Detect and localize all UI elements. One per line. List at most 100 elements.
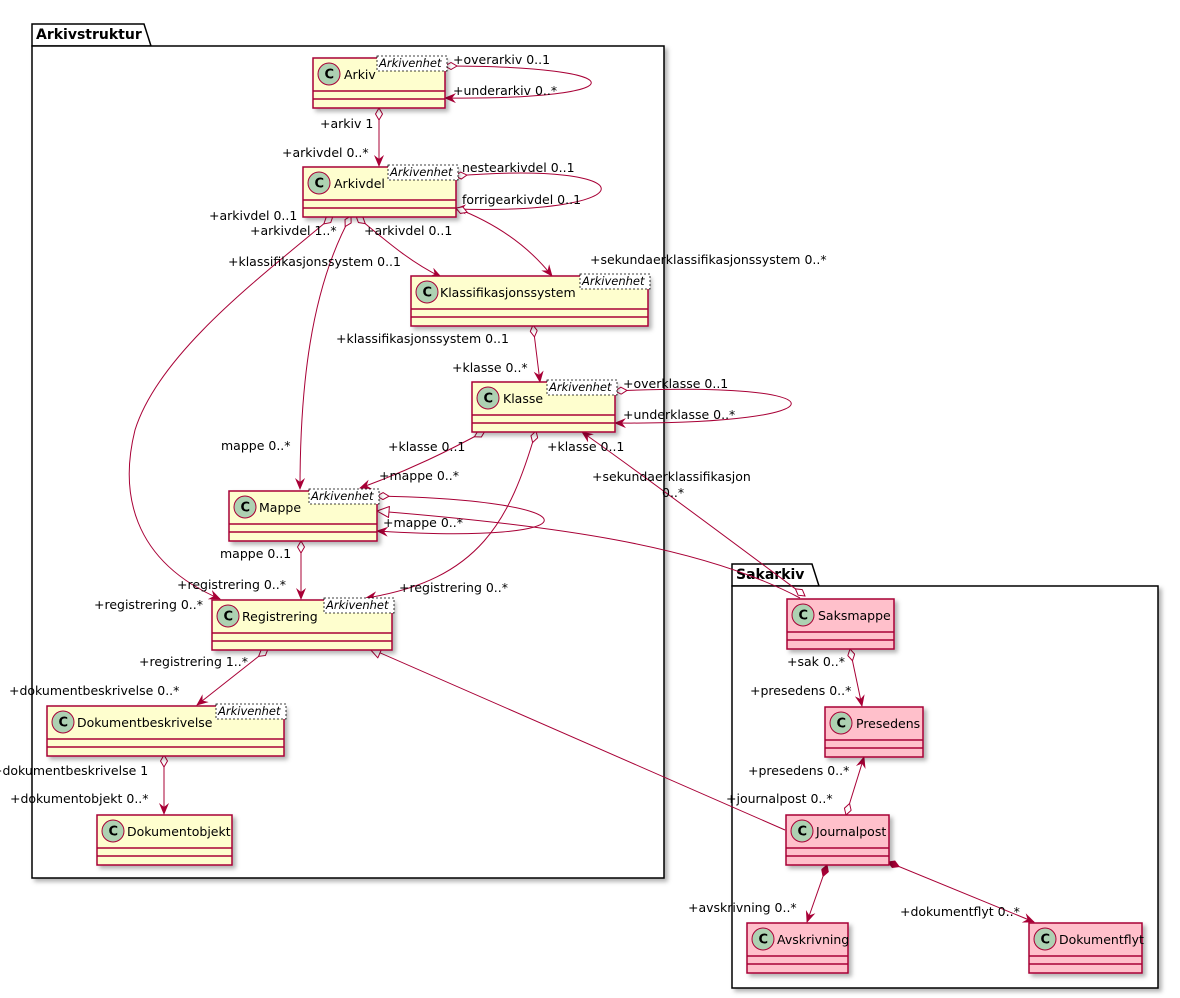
label-dokumentbeskrivelse-1: +dokumentbeskrivelse 1 (0, 763, 148, 778)
class-klassifikasjonssystem: C Klassifikasjonssystem Arkivenhet (410, 273, 651, 327)
label-overklasse: +overklasse 0..1 (623, 376, 728, 391)
edge-mappe-self (377, 496, 545, 534)
class-registrering: C Registrering Arkivenhet (211, 597, 395, 651)
label-registrering-1many: +registrering 1..* (139, 654, 248, 669)
label-sak-many: +sak 0..* (787, 654, 845, 669)
label-mappe-many-plain: mappe 0..* (221, 438, 291, 453)
class-name-registrering: Registrering (242, 609, 318, 624)
class-icon: C (798, 825, 808, 840)
class-icon: C (837, 717, 847, 732)
edge-journalpost-presedens (846, 757, 864, 815)
edge-klassifikasjonssystem-klasse (533, 325, 540, 382)
label-nestearkivdel: nestearkivdel 0..1 (462, 160, 575, 175)
role-labels: +overarkiv 0..1 +underarkiv 0..* +arkiv … (0, 52, 1020, 919)
class-mappe: C Mappe Arkivenhet (228, 488, 380, 542)
label-presedens-many-b: +presedens 0..* (748, 763, 849, 778)
label-mappe-01: mappe 0..1 (220, 546, 291, 561)
edge-arkiv-self (445, 66, 592, 98)
stereotype-box (308, 488, 380, 505)
edge-klasse-registrering (366, 431, 536, 598)
class-name-dokumentflyt: Dokumentflyt (1059, 932, 1144, 947)
label-underarkiv: +underarkiv 0..* (453, 83, 557, 98)
class-arkiv: C Arkiv Arkivenhet (312, 55, 448, 109)
class-icon: C (423, 286, 433, 301)
edge-arkivdel-klassifikasjonssystem (356, 216, 441, 278)
label-arkiv: +arkiv 1 (320, 116, 373, 131)
stereotype-arkivenhet: Arkivenhet (310, 489, 374, 503)
label-klassifikasjonssystem-01-b: +klassifikasjonssystem 0..1 (336, 331, 509, 346)
class-icon: C (799, 609, 809, 624)
edge-arkivdel-mappe (300, 216, 351, 489)
stereotype-box (579, 273, 651, 290)
edge-journalpost-generalization (369, 648, 786, 831)
stereotype-box (215, 703, 287, 720)
class-avskrivning: C Avskrivning (746, 922, 849, 974)
class-name-journalpost: Journalpost (815, 824, 886, 839)
class-name-klasse: Klasse (503, 391, 543, 406)
class-name-mappe: Mappe (259, 500, 301, 515)
label-dokumentflyt-many: +dokumentflyt 0..* (900, 904, 1020, 919)
label-dokumentobjekt-many: +dokumentobjekt 0..* (10, 791, 149, 806)
edge-arkivdel-sekundaerklassifikasjonssystem (456, 208, 552, 276)
label-mappe-many: +mappe 0..* (379, 468, 459, 483)
class-icon: C (1041, 933, 1051, 948)
class-icon: C (109, 825, 119, 840)
edge-saksmappe-presedens (850, 649, 862, 706)
class-icon: C (224, 610, 234, 625)
edge-klasse-self (615, 389, 792, 423)
class-name-presedens: Presedens (856, 716, 920, 731)
class-name-arkiv: Arkiv (344, 67, 376, 82)
class-icon: C (484, 392, 494, 407)
class-icon: C (315, 177, 325, 192)
edge-saksmappe-klasse (582, 432, 805, 596)
stereotype-box (376, 55, 448, 72)
class-name-arkivdel: Arkivdel (334, 176, 385, 191)
label-arkivdel-many: +arkivdel 0..* (282, 145, 369, 160)
label-underklasse: +underklasse 0..* (623, 407, 735, 422)
label-sekundaerklassifikasjonssystem: +sekundaerklassifikasjonssystem 0..* (590, 252, 827, 267)
class-journalpost: C Journalpost (785, 814, 890, 866)
label-arkivdel-01-b: +arkivdel 0..1 (364, 223, 452, 238)
class-icon: C (241, 501, 251, 516)
stereotype-arkivenhet: Arkivenhet (325, 598, 389, 612)
relations (128, 66, 1034, 923)
class-name-klassifikasjonssystem: Klassifikasjonssystem (440, 285, 576, 300)
label-avskrivning-many: +avskrivning 0..* (688, 900, 797, 915)
package-title-arkivstruktur: Arkivstruktur (36, 27, 142, 43)
stereotype-arkivenhet: Arkivenhet (217, 704, 281, 718)
class-dokumentbeskrivelse: C Dokumentbeskrivelse Arkivenhet (46, 703, 287, 757)
class-klasse: C Klasse Arkivenhet (471, 379, 618, 433)
class-name-dokumentbeskrivelse: Dokumentbeskrivelse (77, 715, 213, 730)
stereotype-arkivenhet: Arkivenhet (581, 274, 645, 288)
label-registrering-many-c: +registrering 0..* (94, 597, 203, 612)
class-arkivdel: C Arkivdel Arkivenhet (302, 164, 459, 218)
stereotype-arkivenhet: Arkivenhet (389, 165, 453, 179)
label-klassifikasjonssystem-01-a: +klassifikasjonssystem 0..1 (228, 254, 401, 269)
label-klasse-many: +klasse 0..* (452, 360, 528, 375)
edge-arkivdel-registrering (128, 216, 333, 600)
class-icon: C (59, 716, 69, 731)
edge-registrering-dokumentbeskrivelse (197, 649, 268, 705)
class-dokumentflyt: C Dokumentflyt (1028, 922, 1144, 974)
label-registrering-many-b: +registrering 0..* (399, 580, 508, 595)
label-registrering-many-a: +registrering 0..* (177, 577, 286, 592)
edge-journalpost-avskrivning (807, 865, 827, 922)
label-overarkiv: +overarkiv 0..1 (453, 52, 550, 67)
edge-journalpost-dokumentflyt (888, 862, 1034, 923)
package-title-sakarkiv: Sakarkiv (736, 567, 804, 583)
class-saksmappe: C Saksmappe (786, 598, 895, 650)
label-mappe-self: +mappe 0..* (383, 515, 463, 530)
stereotype-box (323, 597, 395, 614)
label-klasse-01-b: +klasse 0..1 (547, 439, 624, 454)
label-journalpost-many: +journalpost 0..* (726, 791, 833, 806)
class-name-saksmappe: Saksmappe (818, 608, 891, 623)
stereotype-arkivenhet: Arkivenhet (548, 380, 612, 394)
label-presedens-many-a: +presedens 0..* (750, 683, 851, 698)
class-dokumentobjekt: C Dokumentobjekt (96, 814, 233, 866)
class-name-avskrivning: Avskrivning (777, 932, 849, 947)
label-sekundaerklassifikasjon-mult: 0..* (662, 485, 684, 500)
label-forrigearkivdel: forrigearkivdel 0..1 (462, 192, 581, 207)
label-arkivdel-01-a: +arkivdel 0..1 (209, 208, 297, 223)
class-presedens: C Presedens (824, 706, 924, 758)
